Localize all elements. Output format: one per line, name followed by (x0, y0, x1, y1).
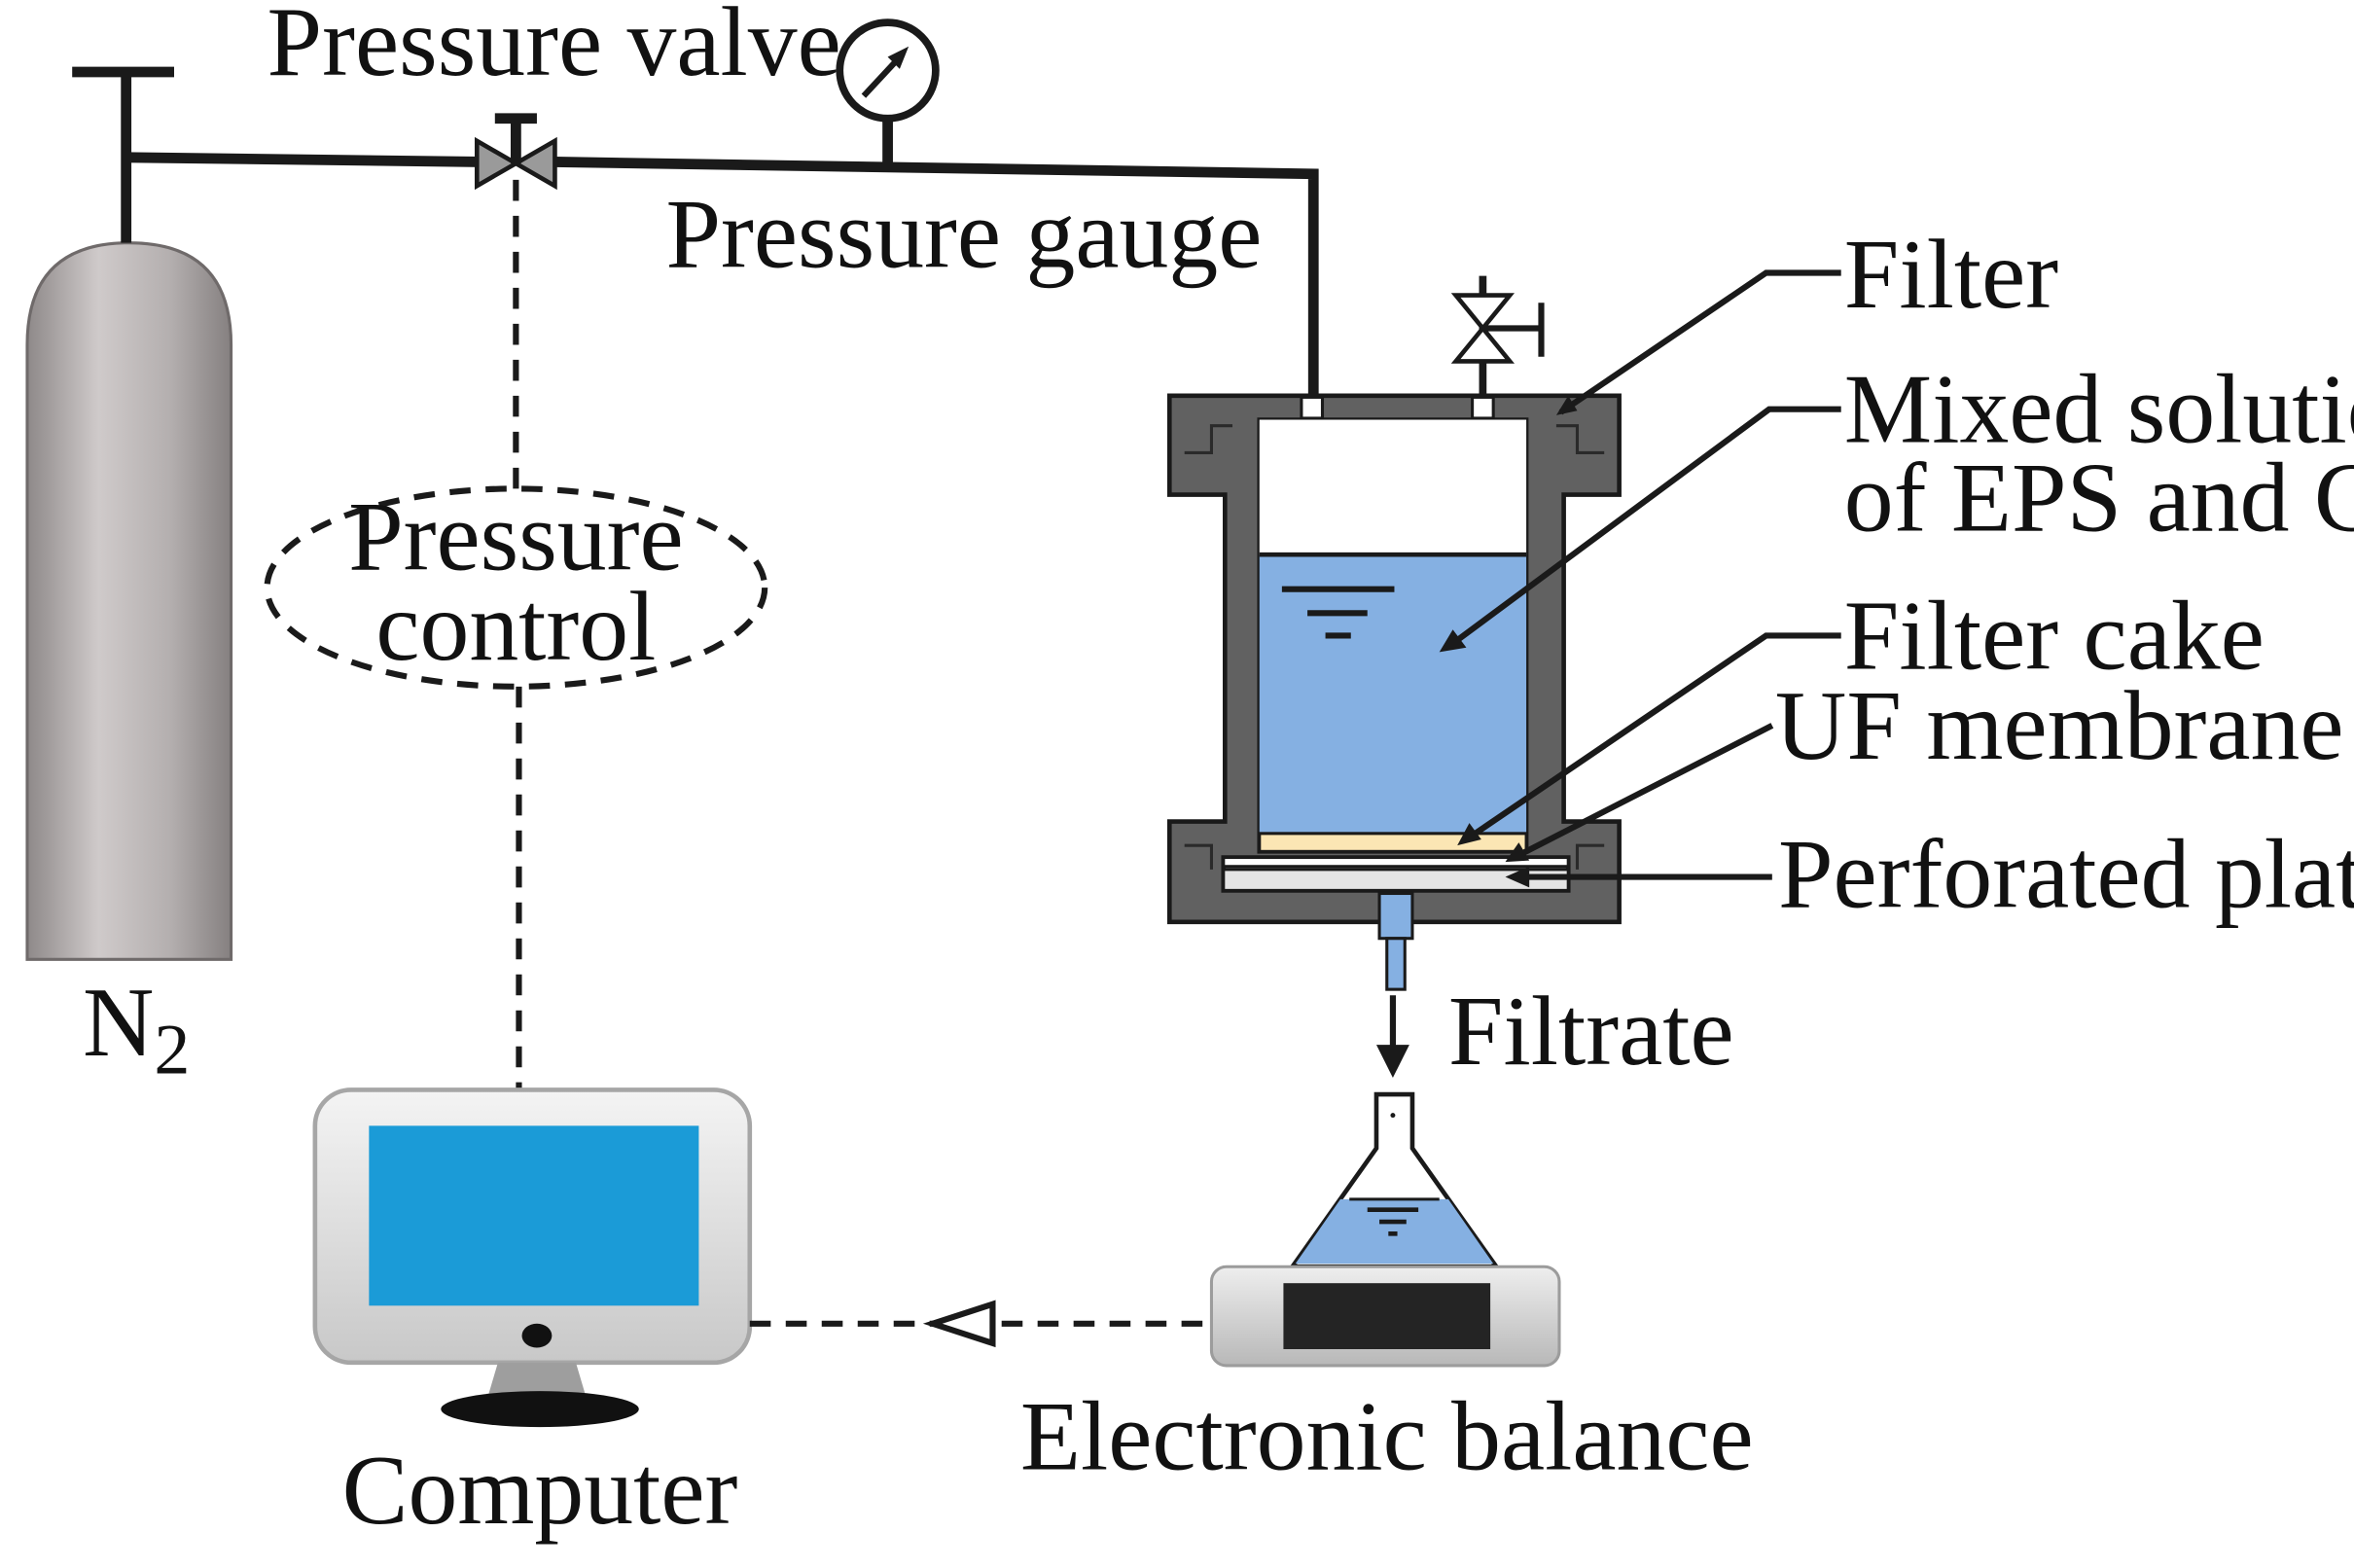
filtrate-label: Filtrate (1448, 977, 1734, 1087)
pressure-valve-label: Pressure valve (268, 0, 841, 97)
perforated-plate-label: Perforated plate (1778, 819, 2354, 929)
pressure-control-label-line2: control (375, 572, 656, 682)
filter-leader (1558, 269, 1841, 415)
filter-label: Filter (1844, 220, 2058, 330)
vent-valve-icon (1450, 275, 1545, 398)
filtrate-arrowhead-icon (1375, 1045, 1409, 1079)
gas-cylinder-icon (25, 66, 233, 961)
monitor-icon (312, 1087, 753, 1428)
filter-cake (1258, 832, 1528, 853)
computer-label: Computer (342, 1436, 738, 1546)
filter-cake-label: Filter cake (1844, 581, 2265, 691)
uf-membrane-label: UF membrane (1775, 671, 2344, 781)
filtration-cell (1166, 393, 1622, 991)
mixed-solutions-label-line1: Mixed solutions (1844, 355, 2354, 465)
electronic-balance-icon (1209, 1265, 1561, 1368)
gas-pipe (125, 152, 1319, 398)
pressure-control-ellipse (264, 485, 768, 690)
electronic-balance-label: Electronic balance (1020, 1381, 1754, 1491)
uf-membrane-leader (1516, 723, 1774, 859)
mixed-solution-leader (1449, 406, 1841, 648)
conical-flask-icon (1288, 1091, 1501, 1269)
data-arrow-icon (922, 1300, 996, 1348)
pressure-gauge-label: Pressure gauge (665, 179, 1262, 289)
mixed-solution (1259, 554, 1527, 834)
mixed-solutions-label-line2: of EPS and Ca2+ (1844, 444, 2354, 553)
pressure-gauge-icon (836, 18, 940, 168)
valve-icon (474, 113, 557, 191)
pressure-control-label-line1: Pressure (348, 482, 684, 592)
uf-membrane (1222, 855, 1570, 869)
filter-cake-leader (1464, 632, 1841, 842)
n2-label: N2 (83, 968, 190, 1089)
